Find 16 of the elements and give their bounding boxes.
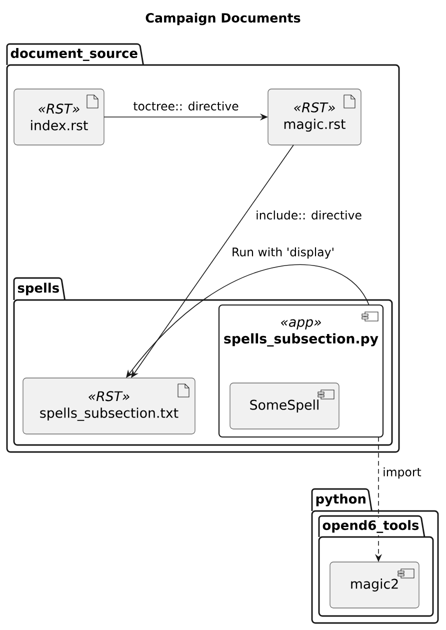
edge-label: Run with 'display' bbox=[230, 246, 336, 260]
file-box: «RST» magic.rst bbox=[268, 88, 362, 146]
edge-label: import bbox=[381, 466, 423, 480]
title: Campaign Documents bbox=[146, 12, 300, 26]
node-label: document_source bbox=[10, 48, 138, 61]
component-box: SomeSpell bbox=[230, 382, 340, 430]
edge-label: toctree:: directive bbox=[132, 100, 240, 112]
file-box: «RST» index.rst bbox=[14, 88, 104, 146]
edge-label: include:: directive bbox=[254, 209, 364, 221]
node-label: opend6_tools bbox=[322, 520, 419, 533]
node-label: spells bbox=[18, 282, 59, 296]
component-box: magic2 bbox=[330, 562, 420, 608]
file-box: «RST» spells_subsection.txt bbox=[22, 378, 196, 434]
node-label: python bbox=[316, 494, 366, 506]
arrow bbox=[126, 264, 370, 378]
arrow bbox=[131, 144, 294, 378]
